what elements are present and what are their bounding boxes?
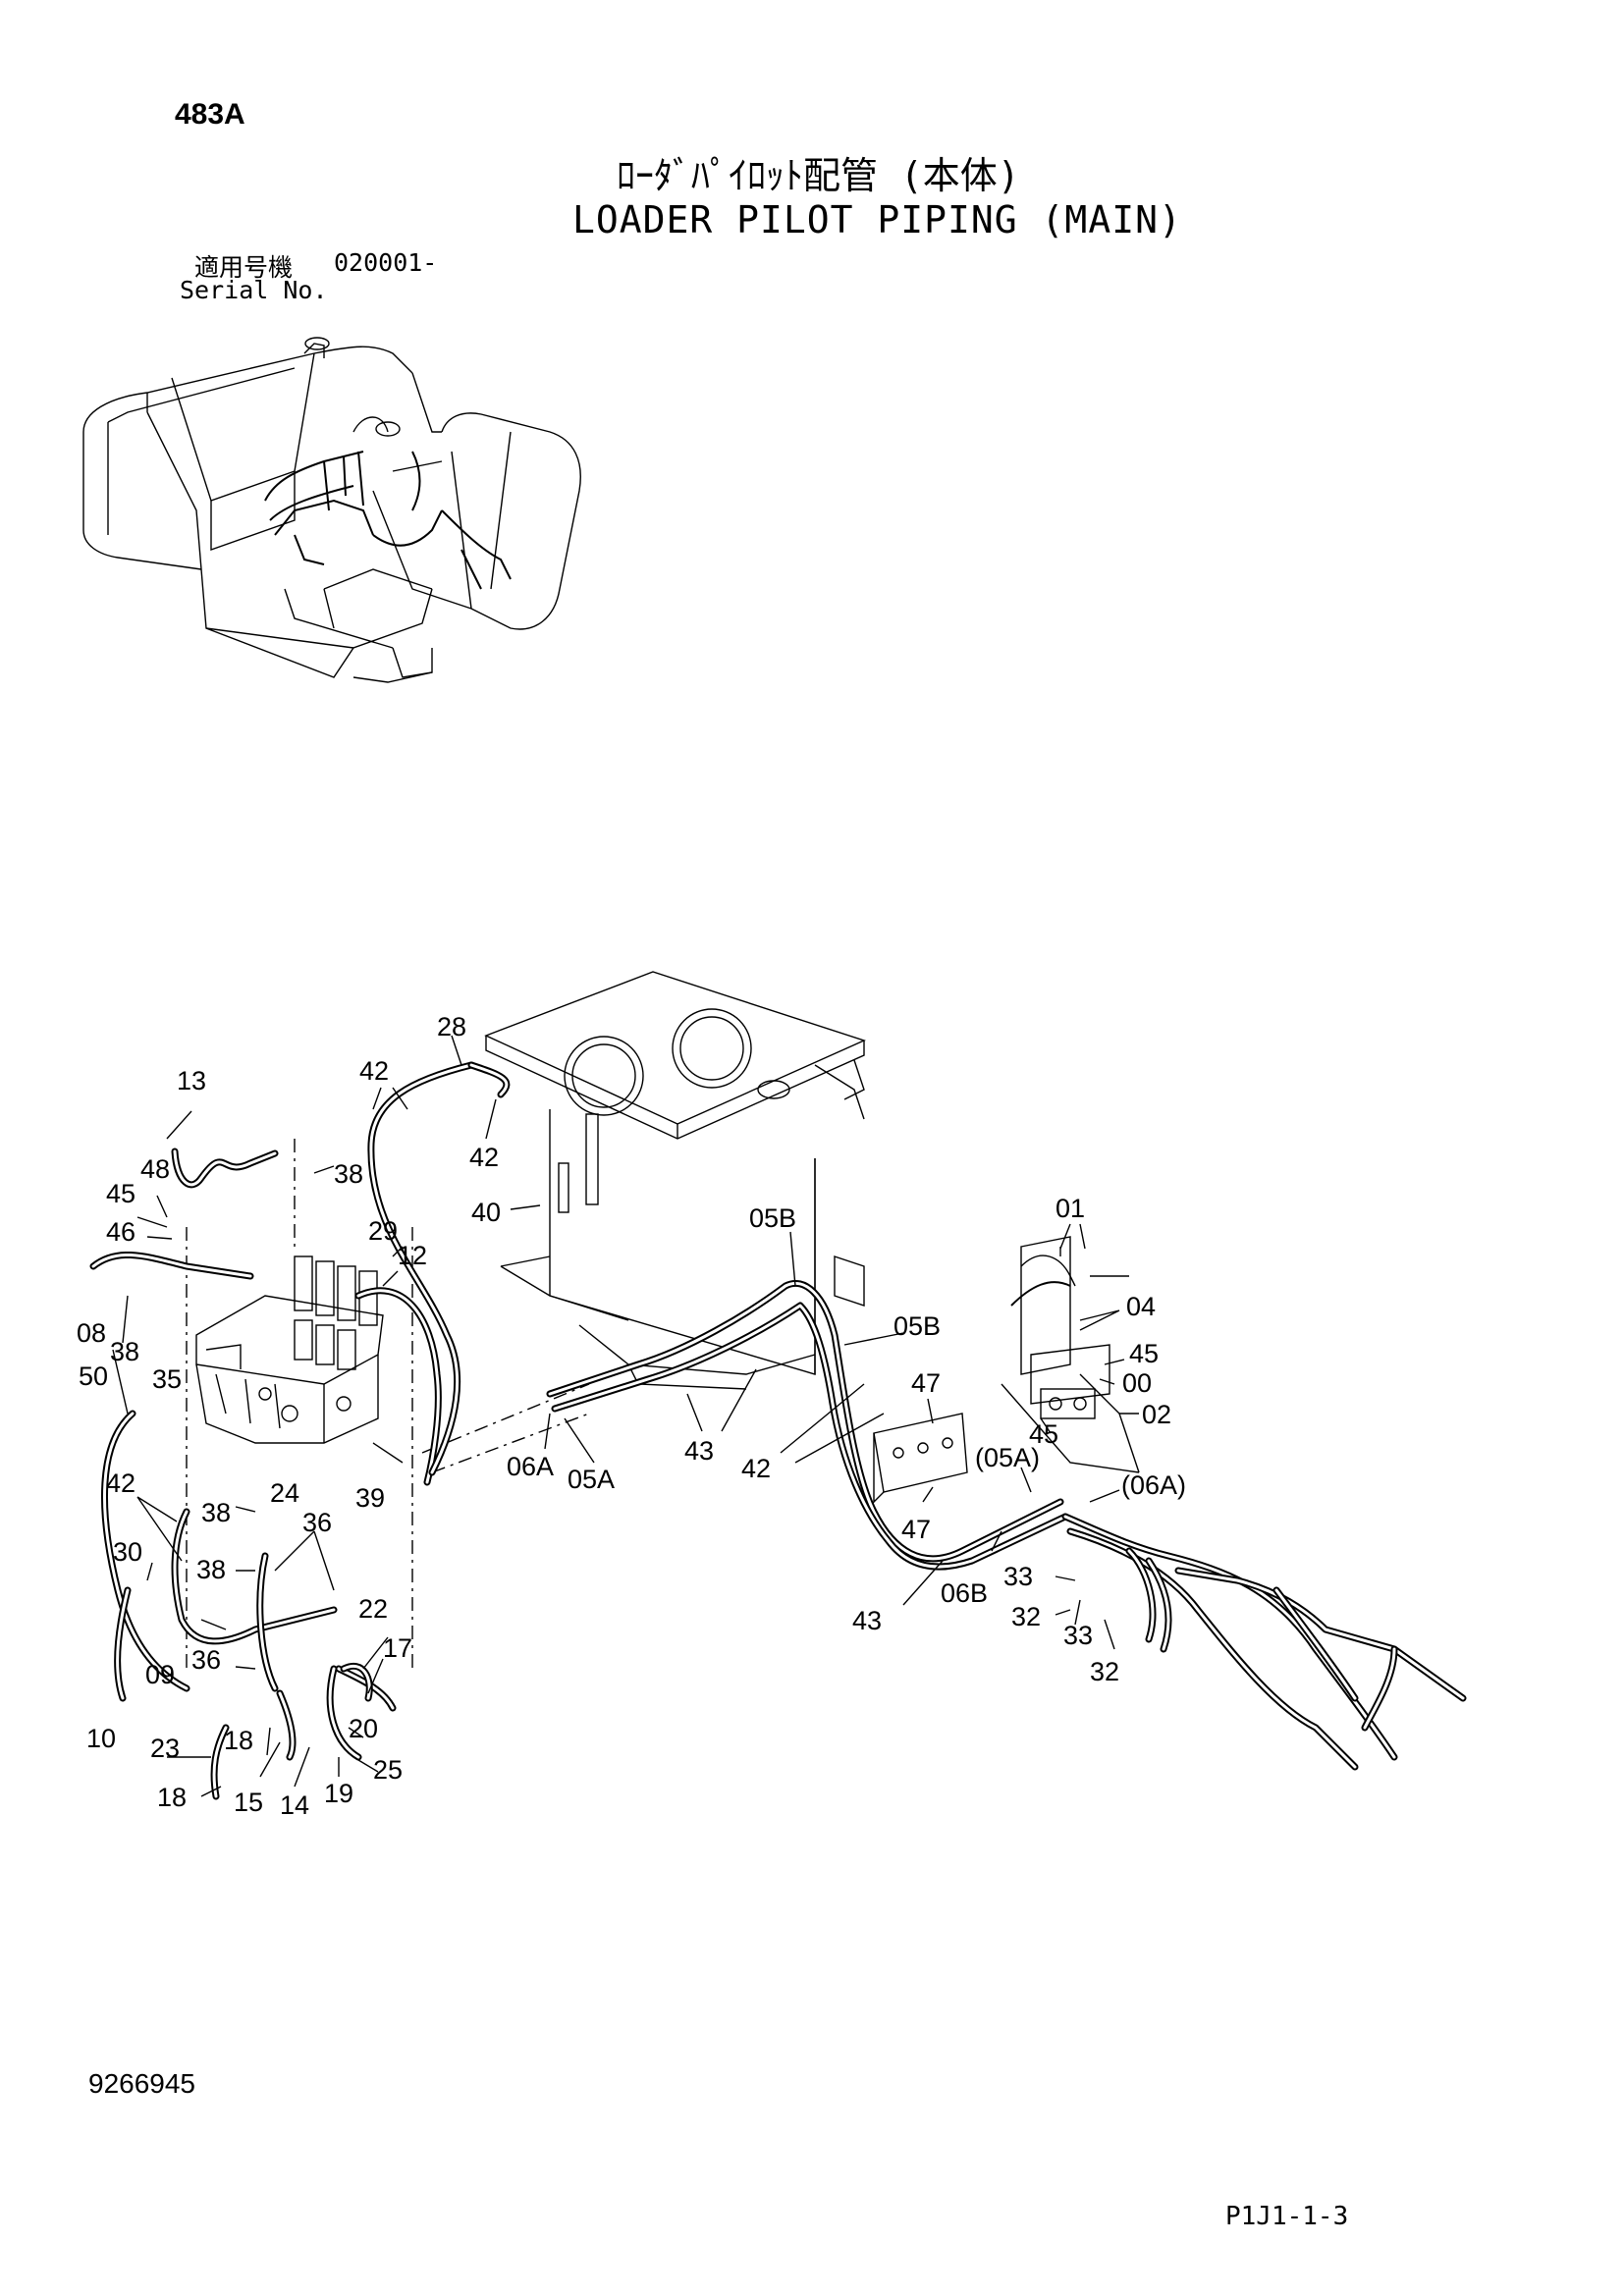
- hose-lines-right: [546, 1280, 1467, 1771]
- callout-05A: 05A: [568, 1465, 615, 1494]
- callout-28: 28: [437, 1012, 466, 1041]
- callout-30: 30: [113, 1537, 142, 1567]
- callout-40: 40: [471, 1198, 501, 1227]
- callout-32: 32: [1090, 1657, 1119, 1686]
- hydraulic-tank: [484, 971, 866, 1390]
- right-valve-block: [1001, 1236, 1140, 1473]
- callout-36: 36: [191, 1645, 221, 1675]
- leader-lines: [112, 1035, 1139, 1797]
- title-japanese: ﾛｰﾀﾞﾊﾟｲﾛｯﾄ配管 (本体): [617, 154, 1020, 197]
- callout-05B: 05B: [749, 1203, 796, 1233]
- callout-43: 43: [852, 1606, 882, 1635]
- machine-overview-thumbnail: [82, 337, 581, 683]
- part-callouts: 13 48 45 46 08 38 50 35 38 29 12 42 30 3…: [77, 1012, 1186, 1820]
- callout-38: 38: [201, 1498, 231, 1527]
- control-valve-assembly: [186, 1139, 590, 1669]
- callout-05A-ref: (05A): [975, 1443, 1040, 1472]
- callout-39: 39: [355, 1483, 385, 1513]
- callout-12: 12: [398, 1241, 427, 1270]
- callout-24: 24: [270, 1478, 299, 1508]
- callout-06A-ref: (06A): [1121, 1470, 1186, 1500]
- callout-42: 42: [359, 1056, 389, 1086]
- callout-46: 46: [106, 1217, 135, 1247]
- hose-lines-left: [89, 1061, 511, 1800]
- callout-47: 47: [901, 1515, 931, 1544]
- callout-48: 48: [140, 1154, 170, 1184]
- callout-45: 45: [1129, 1339, 1159, 1368]
- callout-33: 33: [1063, 1621, 1093, 1650]
- callout-06A: 06A: [507, 1452, 554, 1481]
- callout-08: 08: [77, 1318, 106, 1348]
- callout-47: 47: [911, 1368, 941, 1398]
- callout-14: 14: [280, 1790, 309, 1820]
- serial-label-english: Serial No.: [180, 276, 328, 304]
- callout-20: 20: [349, 1714, 378, 1743]
- callout-09: 09: [145, 1660, 175, 1689]
- callout-33: 33: [1003, 1562, 1033, 1591]
- page-reference: P1J1-1-3: [1225, 2202, 1349, 2231]
- callout-01: 01: [1056, 1194, 1085, 1223]
- callout-13: 13: [177, 1066, 206, 1095]
- callout-06B: 06B: [941, 1578, 988, 1608]
- callout-04: 04: [1126, 1292, 1156, 1321]
- callout-36: 36: [302, 1508, 332, 1537]
- callout-25: 25: [373, 1755, 403, 1785]
- callout-42: 42: [106, 1468, 135, 1498]
- callout-05B: 05B: [893, 1311, 941, 1341]
- callout-38: 38: [334, 1159, 363, 1189]
- callout-18: 18: [157, 1783, 187, 1812]
- callout-18: 18: [224, 1726, 253, 1755]
- callout-02: 02: [1142, 1400, 1171, 1429]
- callout-23: 23: [150, 1734, 180, 1763]
- callout-00: 00: [1122, 1368, 1152, 1398]
- callout-45: 45: [106, 1179, 135, 1208]
- callout-38: 38: [196, 1555, 226, 1584]
- callout-38: 38: [110, 1337, 139, 1366]
- callout-17: 17: [383, 1633, 412, 1663]
- callout-32: 32: [1011, 1602, 1041, 1631]
- callout-15: 15: [234, 1788, 263, 1817]
- callout-42: 42: [741, 1454, 771, 1483]
- bracket-plate: [873, 1413, 968, 1504]
- title-english: LOADER PILOT PIPING (MAIN): [572, 198, 1182, 241]
- callout-10: 10: [86, 1724, 116, 1753]
- serial-label-japanese: 適用号機: [194, 253, 294, 282]
- callout-50: 50: [79, 1362, 108, 1391]
- document-number: 9266945: [88, 2068, 196, 2099]
- callout-19: 19: [324, 1779, 353, 1808]
- callout-35: 35: [152, 1364, 182, 1394]
- callout-45: 45: [1029, 1419, 1058, 1449]
- serial-value: 020001-: [334, 248, 438, 277]
- callout-42: 42: [469, 1143, 499, 1172]
- callout-22: 22: [358, 1594, 388, 1624]
- callout-29: 29: [368, 1216, 398, 1246]
- page-code: 483A: [175, 98, 245, 131]
- callout-43: 43: [684, 1436, 714, 1466]
